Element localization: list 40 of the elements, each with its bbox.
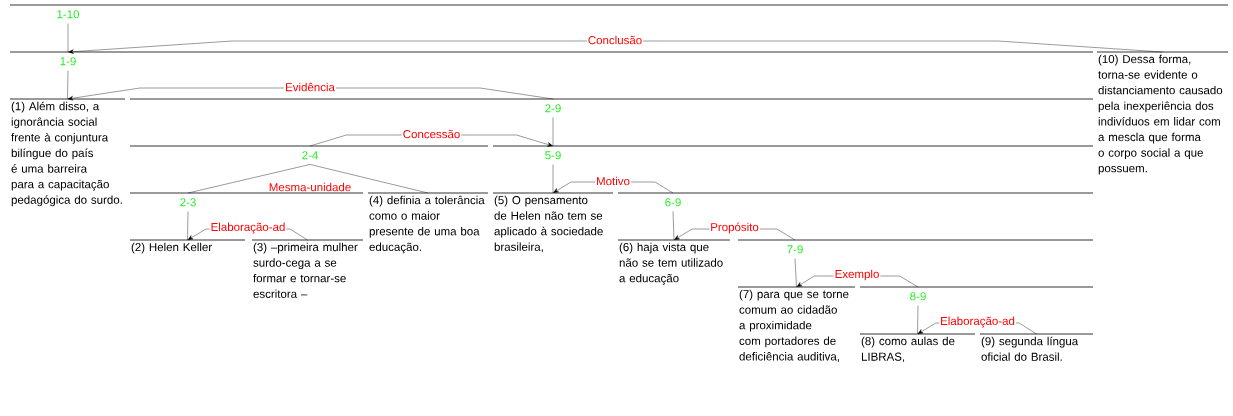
connector-line (309, 164, 429, 194)
text-segment: (10) Dessa forma, torna-se evidente o distanciamento causado pela inexperiência dos indivíduos em lidar com a mescla que forma o corpo social a que possuem. (1096, 51, 1229, 175)
text-segment: (7) para que se torne comum ao cidadão a proximidade com portadores de deficiência auditiva, (737, 286, 856, 362)
text-segment: (2) Helen Keller (129, 239, 246, 254)
span-node: 2-3 (129, 192, 364, 207)
edge-label: Elaboração-ad (939, 316, 1016, 328)
connector-line (187, 211, 189, 241)
text-segment: (9) segunda língua oficial do Brasil. (979, 333, 1094, 361)
connector-line (917, 305, 919, 335)
text-segment: (4) definia a tolerância como o maior presente de uma boa educação. (367, 192, 489, 254)
relation-label: Mesma-unidade (269, 182, 351, 192)
connector-line (67, 23, 69, 53)
text-segment: (3) –primeira mulher surdo-cega a se formar e tornar-se escritora – (251, 239, 364, 298)
connector-line (794, 258, 797, 288)
connector-line (552, 117, 554, 147)
text-segment: (5) O pensamento de Helen não tem se aplicado à sociedade brasileira, (492, 192, 614, 253)
span-node: 8-9 (859, 286, 1094, 301)
span-node: 1-10 (9, 4, 1229, 19)
edge-label: Evidência (284, 82, 336, 92)
span-node: 5-9 (492, 145, 1094, 160)
span-node: 6-9 (617, 192, 1094, 207)
span-node: 7-9 (737, 239, 1094, 254)
span-node: 1-9 (9, 51, 1094, 66)
edge-label: Concessão (401, 129, 462, 139)
connector-line (672, 211, 675, 241)
span-node: 2-4 (129, 145, 489, 160)
text-segment: (1) Além disso, a ignorância social frente à conjuntura bilíngue do país é uma barreira para a capacitação pedagógica do surdo. (9, 98, 126, 207)
connector-line (187, 164, 311, 194)
edge-label: Elaboração-ad (209, 222, 287, 234)
edge-label: Propósito (709, 222, 760, 234)
span-node: 2-9 (129, 98, 1094, 113)
edge-label: Motivo (595, 176, 631, 186)
connector-line (552, 164, 554, 194)
connector-line (67, 70, 69, 100)
edge-label: Exemplo (833, 269, 881, 281)
edge-label: Conclusão (586, 35, 644, 45)
relation-arrow (67, 87, 554, 101)
text-segment: (6) haja vista que não se tem utilizado a educação (617, 239, 731, 285)
text-segment: (8) como aulas de LIBRAS, (859, 333, 976, 363)
relation-arrow (68, 40, 1163, 54)
